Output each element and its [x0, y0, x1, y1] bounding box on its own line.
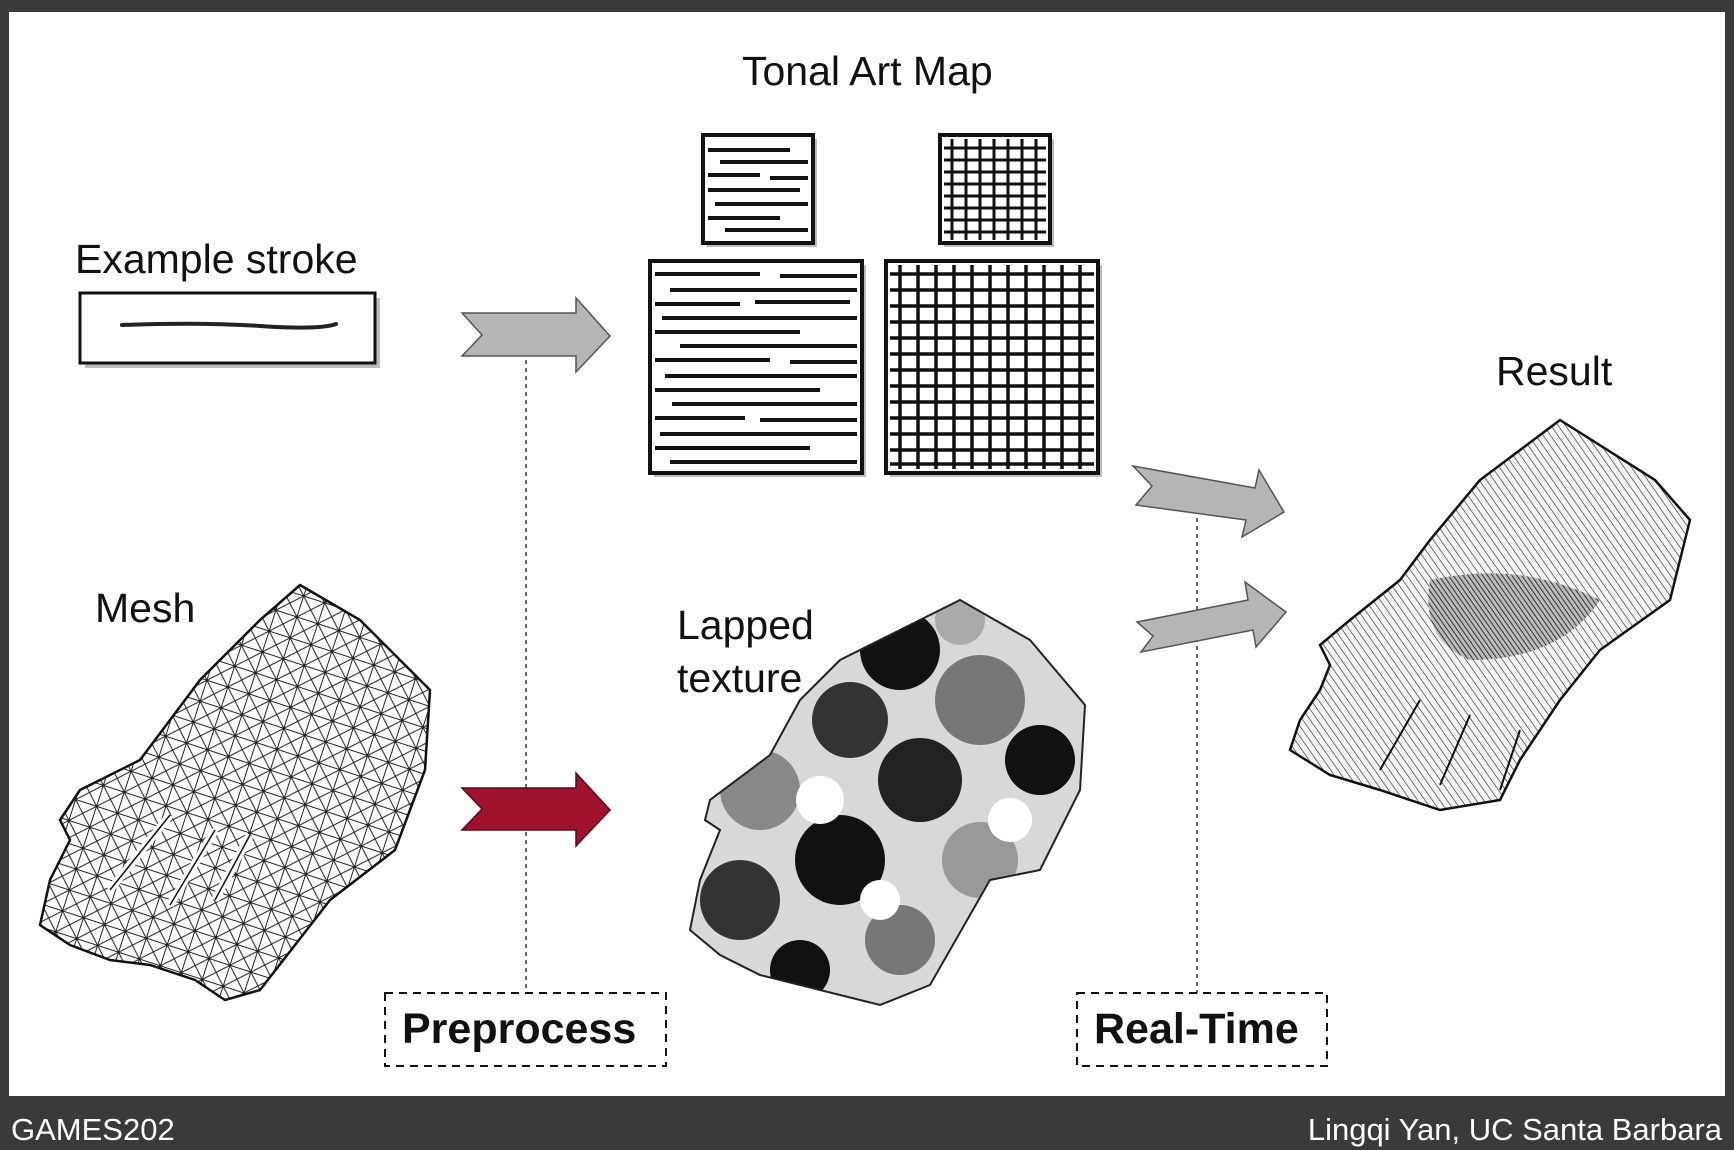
preprocess-box	[384, 992, 667, 1067]
result-hand-image	[1288, 418, 1692, 812]
lapped-label-line2: texture	[677, 655, 803, 701]
example-stroke-box	[78, 291, 380, 368]
example-stroke-label: Example stroke	[75, 236, 358, 282]
lapped-to-result-arrow	[1135, 580, 1288, 654]
footer-author: Lingqi Yan, UC Santa Barbara	[1307, 1112, 1722, 1147]
tonal-art-map-label: Tonal Art Map	[742, 48, 993, 94]
mesh-label: Mesh	[95, 585, 196, 631]
preprocess-label: Preprocess	[402, 1005, 637, 1053]
tonal-art-map-tiles	[648, 133, 1102, 477]
real-time-box	[1076, 992, 1328, 1067]
lapped-label-line1: Lapped	[677, 602, 814, 648]
footer-course: GAMES202	[11, 1112, 175, 1147]
stroke-to-tam-arrow	[460, 296, 612, 374]
result-label: Result	[1496, 348, 1613, 394]
real-time-label: Real-Time	[1094, 1005, 1299, 1053]
tam-to-result-arrow	[1130, 464, 1286, 539]
mesh-to-lapped-arrow	[460, 771, 612, 848]
mesh-hand-image	[38, 583, 432, 1002]
